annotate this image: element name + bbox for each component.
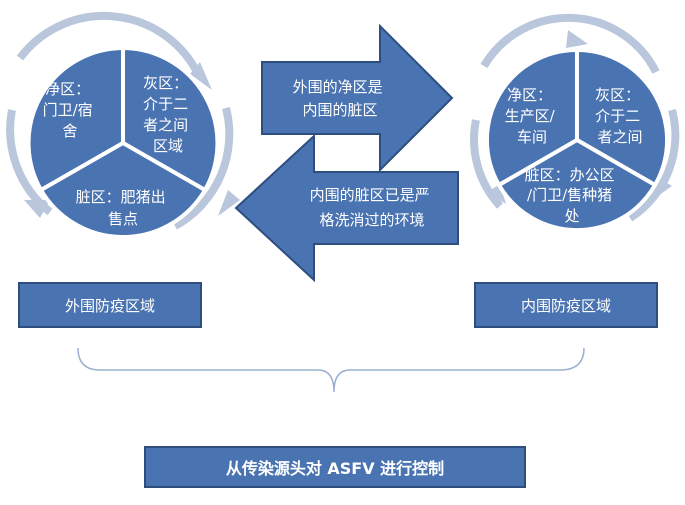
inner-ring-arrowhead-top <box>566 30 588 48</box>
outer-zone-label: 外围防疫区域 <box>18 282 202 328</box>
bottom-title-text: 从传染源头对 ASFV 进行控制 <box>225 459 445 478</box>
arrow-right: 外围的净区是 内围的脏区 <box>261 23 454 173</box>
inner-clean-label: 净区： 生产区/ 车间 <box>505 86 560 146</box>
arrow-left: 内围的脏区已是严 格洗消过的环境 <box>234 133 459 283</box>
inner-dirty-label: 脏区：办公区 /门卫/售种猪 处 <box>525 166 620 225</box>
inner-cycle: 净区： 生产区/ 车间 灰区： 介于二 者之间 脏区：办公区 /门卫/售种猪 处 <box>470 13 680 233</box>
outer-ring-arrow-right <box>173 107 234 230</box>
outer-gray-label: 灰区： 介于二 者之间 区域 <box>143 74 193 155</box>
inner-segment-dirty <box>496 137 658 233</box>
inner-ring-arrow-bottom <box>470 119 503 209</box>
bottom-title: 从传染源头对 ASFV 进行控制 <box>144 446 526 488</box>
inner-ring-arrow-top <box>480 13 660 74</box>
inner-zone-label-text: 内围防疫区域 <box>520 296 611 315</box>
arrow-left-text: 内围的脏区已是严 格洗消过的环境 <box>310 186 435 229</box>
outer-zone-label-text: 外围防疫区域 <box>64 296 155 315</box>
inner-zone-label: 内围防疫区域 <box>474 282 658 328</box>
inner-gray-label: 灰区： 介于二 者之间 <box>595 86 645 146</box>
outer-ring-arrowhead-bottom <box>24 200 50 218</box>
arrow-right-text: 外围的净区是 内围的脏区 <box>293 78 388 119</box>
inner-ring-arrowhead-right <box>656 176 672 196</box>
arrow-right-shape <box>261 23 454 173</box>
inner-ring-arrow-right <box>627 108 680 222</box>
outer-cycle: 净区： 门卫/宿 舍 灰区： 介于二 者之间 区域 脏区：肥猪出 售点 <box>6 11 240 239</box>
outer-ring-arrow-top <box>16 11 202 76</box>
outer-ring-arrowhead-right <box>218 190 240 216</box>
bracket <box>77 347 585 393</box>
outer-clean-label: 净区： 门卫/宿 舍 <box>43 80 98 140</box>
outer-segment-dirty <box>38 140 208 239</box>
arrow-left-shape <box>234 133 459 283</box>
outer-ring-arrowhead-top <box>190 62 212 90</box>
outer-dirty-label: 脏区：肥猪出 售点 <box>76 188 171 228</box>
